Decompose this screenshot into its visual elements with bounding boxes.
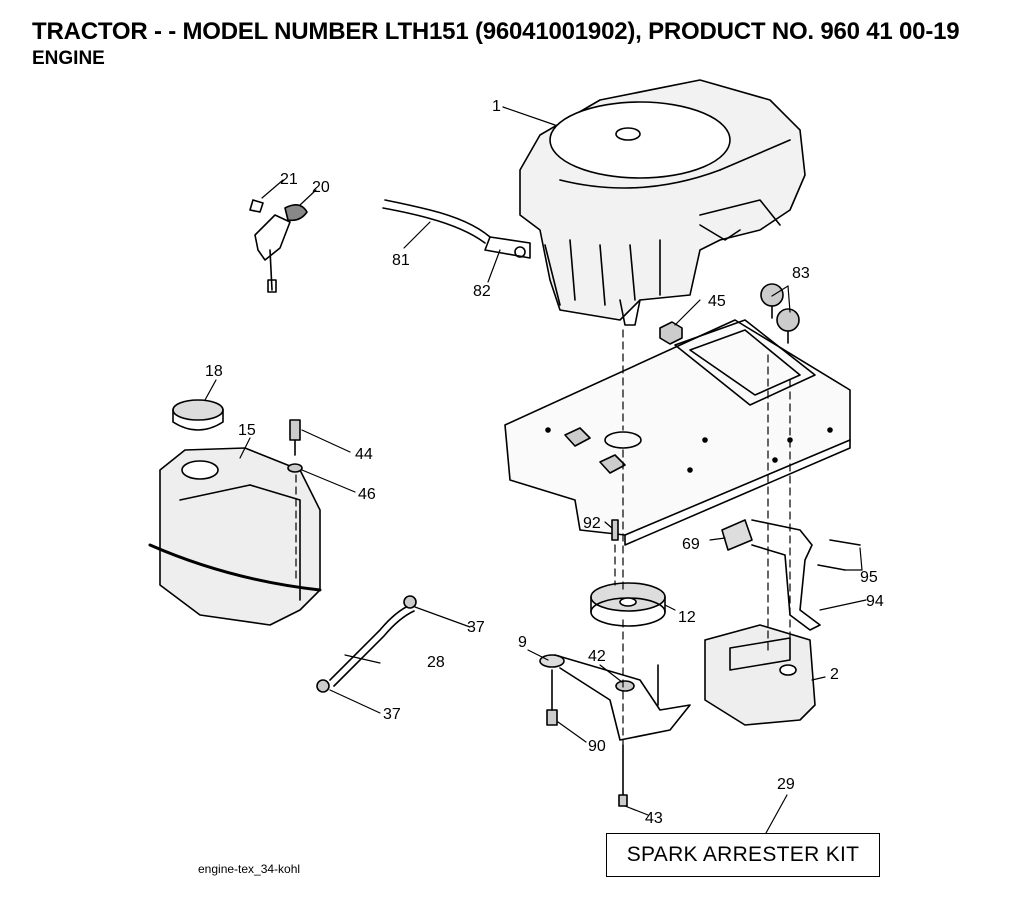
chassis-plate-part	[504, 319, 851, 546]
nut-part	[659, 321, 683, 345]
callout-9: 9	[518, 634, 527, 651]
fuel-hose-part	[382, 199, 531, 259]
callout-15: 15	[238, 422, 256, 439]
callout-12: 12	[678, 609, 696, 626]
fuel-line-part	[316, 595, 417, 693]
callout-2: 2	[830, 666, 839, 683]
callout-92: 92	[583, 515, 601, 532]
callout-42: 42	[588, 648, 606, 665]
dipstick-part	[249, 199, 308, 293]
bolt-92-part	[611, 519, 619, 541]
muffler-part	[704, 624, 816, 726]
fuel-cap-part	[172, 399, 224, 431]
callout-21: 21	[280, 171, 298, 188]
callout-81: 81	[392, 252, 410, 269]
callout-95: 95	[860, 569, 878, 586]
callout-20: 20	[312, 179, 330, 196]
pulley-part	[590, 582, 666, 627]
diagram-filename: engine-tex_34-kohl	[198, 862, 301, 876]
fuel-tank-part	[148, 447, 322, 626]
exhaust-part	[721, 519, 861, 631]
callout-44: 44	[355, 446, 373, 463]
callout-1: 1	[492, 98, 501, 115]
spark-arrester-kit-label: SPARK ARRESTER KIT	[606, 833, 880, 877]
callout-94: 94	[866, 593, 884, 610]
callout-37-lower: 37	[383, 706, 401, 723]
callout-82: 82	[473, 283, 491, 300]
bolt-washer-part	[287, 419, 303, 473]
section-subtitle: ENGINE	[32, 48, 105, 69]
callout-45: 45	[708, 293, 726, 310]
callout-46: 46	[358, 486, 376, 503]
callout-29: 29	[777, 776, 795, 793]
callout-90: 90	[588, 738, 606, 755]
callout-18: 18	[205, 363, 223, 380]
callout-43: 43	[645, 810, 663, 827]
callout-28: 28	[427, 654, 445, 671]
engine-part	[519, 79, 806, 326]
bracket-part	[539, 654, 691, 741]
callout-83: 83	[792, 265, 810, 282]
callout-69: 69	[682, 536, 700, 553]
long-bolt-part	[618, 744, 628, 807]
page-title: TRACTOR - - MODEL NUMBER LTH151 (9604100…	[32, 18, 960, 45]
bolts-part	[760, 283, 800, 344]
callout-37-upper: 37	[467, 619, 485, 636]
